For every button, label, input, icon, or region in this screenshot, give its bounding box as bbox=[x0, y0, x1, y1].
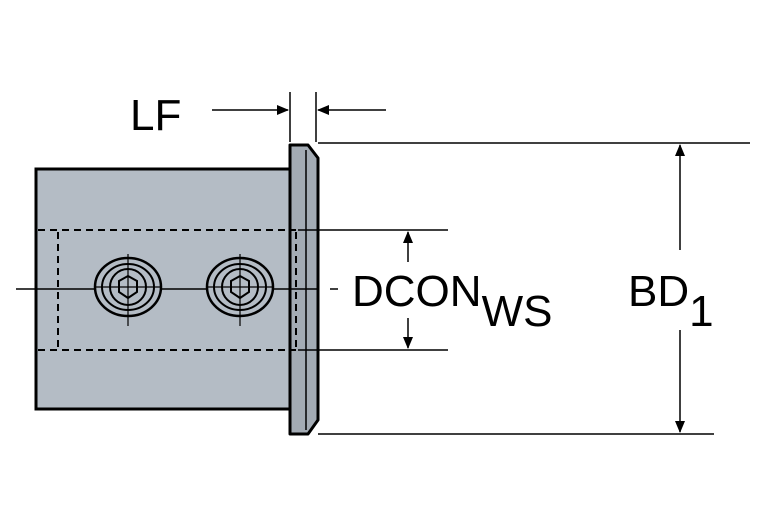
set-screw-right bbox=[205, 254, 275, 326]
dcon-label-main: DCON bbox=[352, 267, 482, 316]
lf-dimension bbox=[212, 92, 386, 142]
bd-label-main: BD bbox=[628, 267, 689, 316]
dcon-dimension bbox=[298, 229, 448, 351]
dcon-label-subscript: WS bbox=[482, 287, 553, 336]
bd-label-subscript: 1 bbox=[689, 287, 713, 336]
bd-label: BD1 bbox=[628, 267, 714, 336]
dcon-label: DCONWS bbox=[352, 267, 552, 336]
hidden-bore bbox=[38, 229, 297, 351]
set-screw-left bbox=[93, 254, 163, 326]
bd-dimension bbox=[318, 142, 750, 435]
lf-label: LF bbox=[130, 91, 181, 140]
